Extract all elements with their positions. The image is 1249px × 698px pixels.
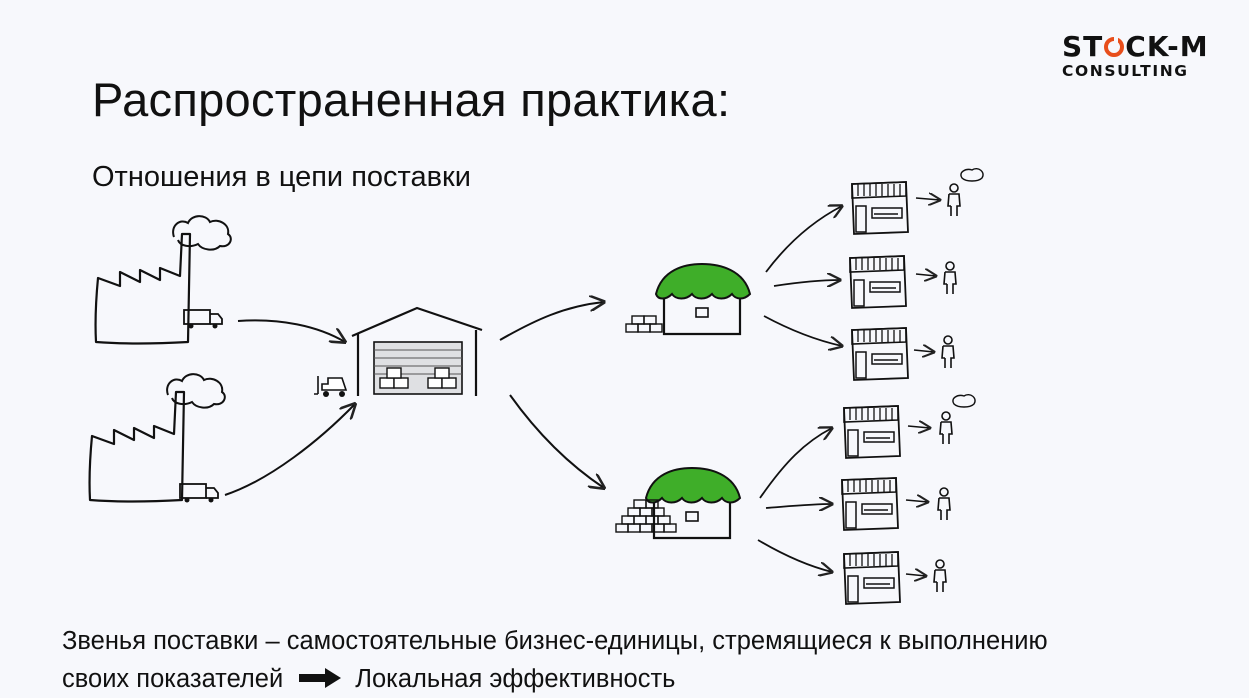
shop-icon xyxy=(843,551,901,605)
forklift-icon xyxy=(314,376,348,397)
store-icon xyxy=(654,262,752,336)
flow-arrow xyxy=(905,500,928,502)
shop-icon xyxy=(851,327,909,381)
page-title: Распространенная практика: xyxy=(92,73,731,126)
shop-icon xyxy=(849,255,907,309)
customer-icon xyxy=(947,183,961,217)
logo-power-icon xyxy=(1104,36,1125,57)
logo-text-part2: CK-M xyxy=(1125,30,1209,63)
thought-bubble-icon xyxy=(952,394,976,408)
thought-bubble-icon xyxy=(960,168,984,182)
flow-arrow xyxy=(915,198,940,200)
customer-icon xyxy=(939,411,953,445)
company-logo: ST CK-M CONSULTING xyxy=(1062,30,1222,81)
logo-subtext: CONSULTING xyxy=(1062,62,1189,80)
flow-arrow xyxy=(765,206,842,273)
store-icon xyxy=(644,466,742,540)
conclusion-text: Звенья поставки – самостоятельные бизнес… xyxy=(62,622,1048,698)
flow-arrow xyxy=(773,280,840,286)
flow-arrow xyxy=(499,302,604,341)
flow-arrow xyxy=(757,539,832,572)
boxes-icon xyxy=(625,315,663,333)
flow-arrow xyxy=(224,404,355,496)
customer-icon xyxy=(933,559,947,593)
conclusion-line-2: своих показателей Локальная эффективность xyxy=(62,660,1048,698)
page-subtitle: Отношения в цепи поставки xyxy=(92,161,471,193)
flow-arrow xyxy=(913,350,934,352)
customer-icon xyxy=(937,487,951,521)
flow-arrow xyxy=(765,504,832,508)
flow-arrow xyxy=(763,315,842,346)
boxes-icon xyxy=(615,499,677,533)
flow-arrow xyxy=(907,426,930,428)
right-arrow-icon xyxy=(299,668,342,689)
customer-icon xyxy=(943,261,957,295)
conclusion-right: Локальная эффективность xyxy=(355,665,676,693)
logo-text-part1: ST xyxy=(1062,30,1104,63)
truck-icon xyxy=(179,483,219,504)
flow-arrow xyxy=(509,394,604,488)
flow-arrow xyxy=(759,428,832,499)
conclusion-left: своих показателей xyxy=(62,665,284,693)
warehouse-icon xyxy=(351,306,483,396)
customer-icon xyxy=(941,335,955,369)
flow-arrow xyxy=(915,274,936,276)
flow-arrow xyxy=(905,574,926,576)
flow-arrow xyxy=(237,319,345,342)
conclusion-line-1: Звенья поставки – самостоятельные бизнес… xyxy=(62,627,1048,655)
truck-icon xyxy=(183,309,223,330)
shop-icon xyxy=(843,405,901,459)
factory-icon xyxy=(88,373,226,503)
shop-icon xyxy=(851,181,909,235)
shop-icon xyxy=(841,477,899,531)
